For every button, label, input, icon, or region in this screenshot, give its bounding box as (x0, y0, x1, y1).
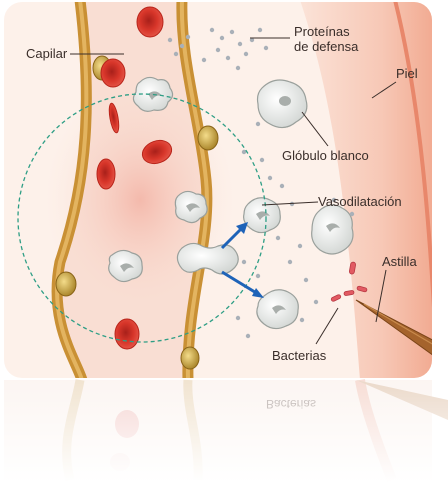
reflection-label-bacterias: Bacterias (266, 396, 316, 411)
label-astilla: Astilla (382, 254, 417, 269)
label-bacterias: Bacterias (272, 348, 326, 363)
wall-nucleus (181, 347, 199, 369)
label-proteinas-line1: Proteínas (294, 24, 350, 39)
label-globulo-blanco: Glóbulo blanco (282, 148, 369, 163)
wall-nucleus (56, 272, 76, 296)
wall-nucleus (198, 126, 218, 150)
illustration-panel (0, 0, 448, 380)
label-vasodilatacion: Vasodilatación (318, 194, 402, 209)
reflection-fade (0, 378, 448, 483)
label-capilar: Capilar (26, 46, 67, 61)
label-proteinas-line2: de defensa (294, 39, 358, 54)
label-piel: Piel (396, 66, 418, 81)
